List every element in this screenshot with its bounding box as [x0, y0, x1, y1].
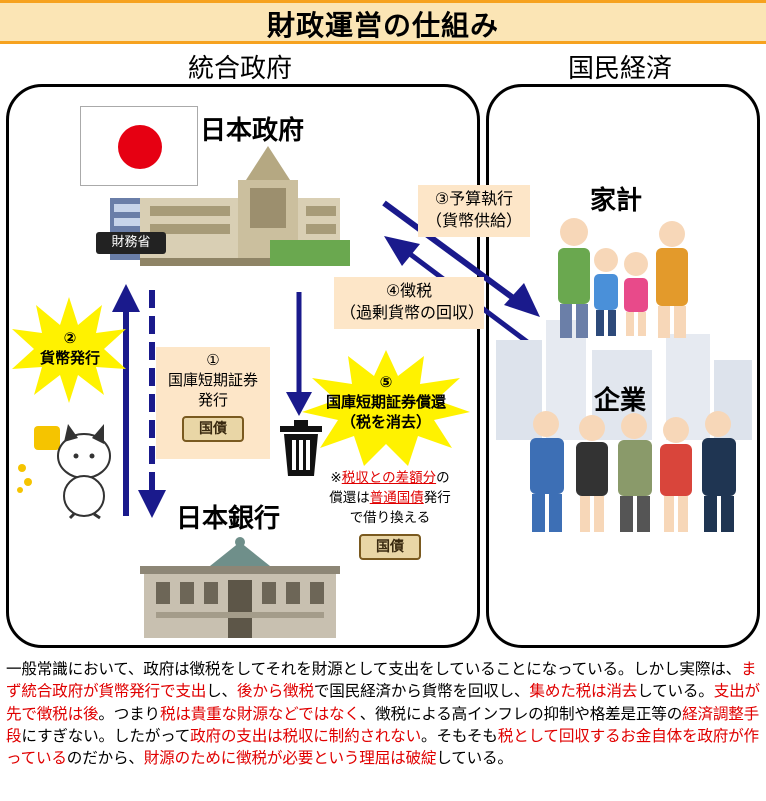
paragraph-highlight: 財源のために徴税が必要という理屈は破綻: [143, 749, 437, 768]
bond-stamp-icon-2: 国債: [359, 534, 421, 560]
explanation-paragraph: 一般常識において、政府は徴税をしてそれを財源として支出をしていることになっている…: [6, 658, 762, 769]
step4-line1: ④徴税: [385, 281, 433, 300]
paragraph-text: のだから、: [66, 749, 144, 768]
panel-label-national-economy: 国民経済: [567, 54, 672, 84]
arrow-budget-execution: [382, 200, 540, 317]
step1-number: ①: [206, 351, 220, 369]
note-refinance: で借り換える: [349, 510, 431, 526]
step5-line2: （税を消去）: [340, 413, 431, 431]
paragraph-text: している。: [436, 749, 513, 768]
family-icon: [558, 218, 688, 338]
step5-number: ⑤: [379, 373, 393, 391]
paragraph-text: 、徴税による高インフレの抑制や格差是正等の: [359, 704, 683, 723]
trash-can-icon: [280, 420, 322, 476]
paragraph-text: 。そもそも: [421, 726, 498, 745]
paragraph-text: し、: [206, 682, 237, 701]
japan-flag-icon: [80, 106, 198, 186]
paragraph-highlight: 後から徴税: [236, 682, 314, 701]
title-bar: [0, 0, 766, 44]
step5-burst: [302, 350, 470, 466]
refinancing-note: ※税収との差額分の 償還は普通国債発行 で借り換える 国債: [310, 468, 470, 560]
paragraph-highlight: 政府の支出は税収に制約されない: [190, 726, 422, 745]
step5-label: ⑤ 国庫短期証券償還 （税を消去）: [302, 372, 470, 432]
step3-tag: ③予算執行 （貨幣供給）: [418, 185, 530, 237]
step2-text: 貨幣発行: [39, 349, 100, 367]
step3-line2: （貨幣供給）: [425, 211, 522, 230]
bank-of-japan-icon: [140, 537, 340, 638]
step1-line2: 発行: [197, 391, 228, 409]
step1-line1: 国庫短期証券: [167, 371, 258, 389]
step2-burst: [12, 297, 126, 403]
paragraph-text: にすぎない。したがって: [21, 726, 191, 745]
note-redemption: 償還は: [329, 490, 370, 506]
government-label: 日本政府: [200, 116, 305, 146]
paragraph-highlight: 経済調整手段: [6, 704, 760, 745]
bond-stamp-icon: 国債: [182, 416, 244, 442]
paragraph-text: 一般常識において、政府は徴税をしてそれを財源として支出をしていることになっている…: [6, 660, 742, 678]
step1-tag: ① 国庫短期証券 発行 国債: [156, 347, 270, 459]
arrow-money-issuance: [112, 284, 166, 518]
step3-line1: ③予算執行: [434, 189, 514, 208]
paragraph-text: で国民経済から貨幣を回収し、: [313, 682, 530, 701]
step4-line2: （過剰貨幣の回収）: [340, 303, 485, 322]
household-label: 家計: [590, 186, 643, 216]
paragraph-text: している。: [637, 682, 714, 701]
company-label: 企業: [594, 386, 647, 416]
paragraph-highlight: 税として回収するお金自体を政府が作っている: [6, 726, 759, 768]
note-particle: の: [436, 470, 450, 486]
integrated-government-panel: [6, 84, 480, 648]
step5-line1: 国庫短期証券償還: [325, 393, 446, 411]
step2-label: ② 貨幣発行: [30, 328, 110, 368]
paragraph-text: 。つまり: [98, 704, 160, 723]
arrow-redemption: [286, 292, 312, 416]
note-prefix: ※: [330, 470, 342, 486]
paragraph-highlight: 集めた税は消去: [529, 682, 638, 701]
national-economy-panel: [486, 84, 760, 648]
ministry-building-icon: 財務省: [96, 232, 166, 254]
paragraph-highlight: まず統合政府が貨幣発行で支出: [6, 660, 757, 701]
panel-label-integrated-government: 統合政府: [187, 54, 292, 84]
paragraph-highlight: 税は貴重な財源などではなく: [159, 704, 360, 723]
note-highlight-bond: 普通国債: [369, 490, 424, 506]
page-title: 財政運営の仕組み: [266, 9, 499, 42]
note-highlight-difference: 税収との差額分: [341, 470, 437, 486]
cat-icon: [17, 424, 111, 520]
boj-label: 日本銀行: [176, 504, 281, 534]
step4-tag: ④徴税 （過剰貨幣の回収）: [334, 277, 484, 329]
paragraph-highlight: 支出が先で徴税は後: [6, 682, 760, 723]
note-issuance: 発行: [423, 490, 451, 506]
step2-number: ②: [63, 329, 77, 347]
workers-icon: [530, 411, 736, 532]
